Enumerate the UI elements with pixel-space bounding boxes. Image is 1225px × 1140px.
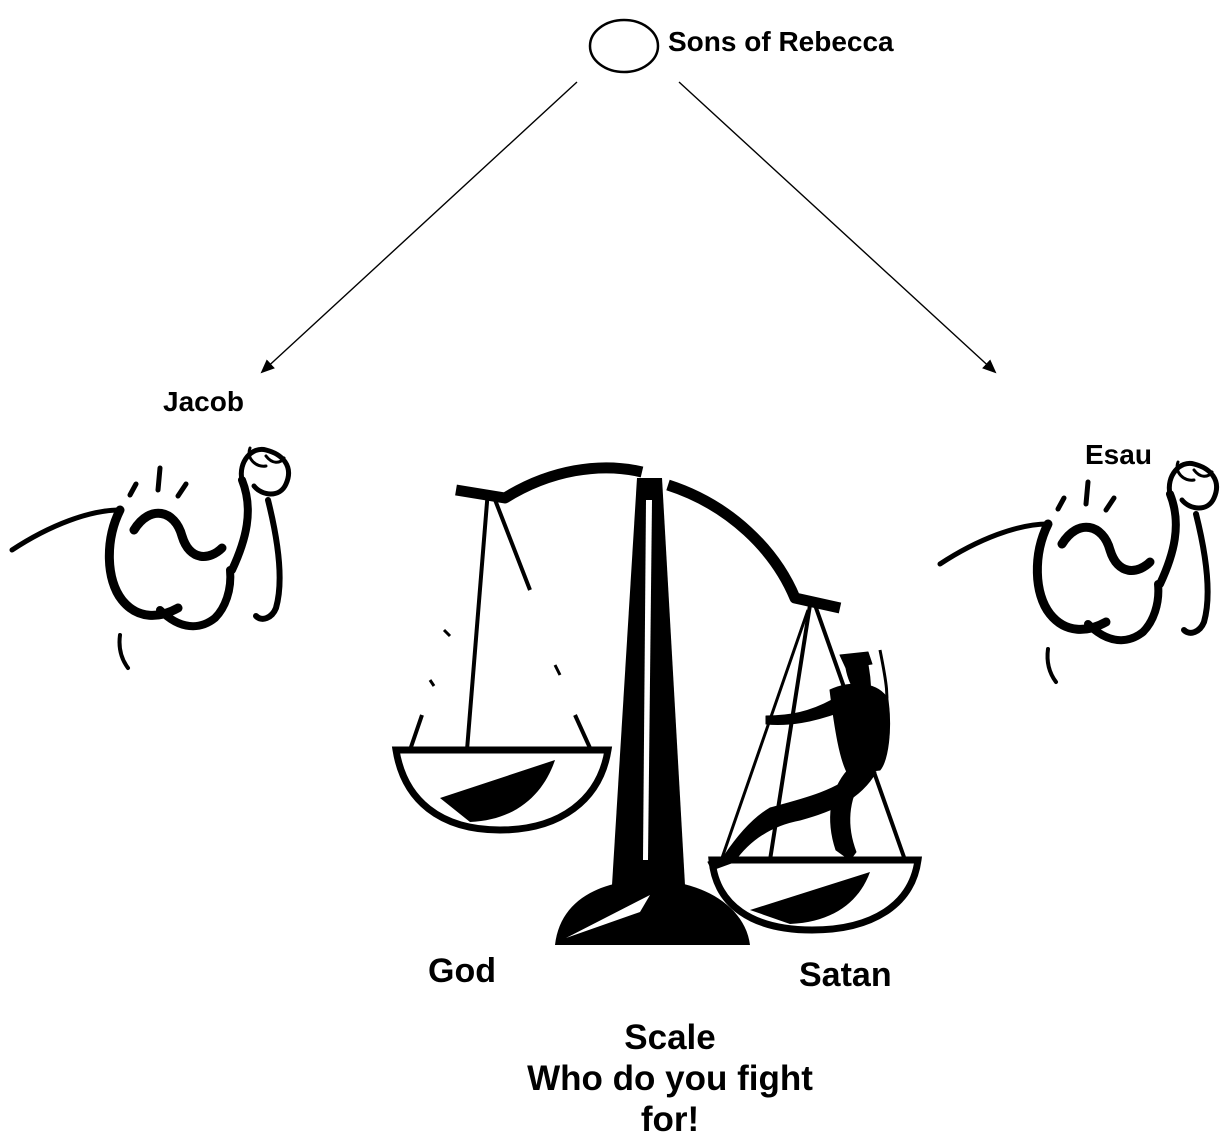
arrow-to-jacob (260, 81, 578, 374)
arrow-to-esau (678, 81, 997, 374)
caption-line-3: for! (640, 1100, 700, 1139)
caption-line-1: Scale (624, 1018, 716, 1057)
flexed-arm-icon (937, 460, 1219, 684)
root-node-circle (588, 18, 660, 74)
caption: Scale Who do you fight for! (500, 1017, 840, 1140)
caption-line-2: Who do you fight (527, 1059, 813, 1098)
flexed-arm-icon (9, 446, 291, 670)
satan-pan-label: Satan (799, 956, 892, 994)
god-pan-label: God (428, 952, 496, 990)
root-label: Sons of Rebecca (668, 26, 894, 57)
esau-label: Esau (1085, 439, 1152, 470)
balance-scale-icon (391, 462, 923, 945)
climbing-figure-icon (707, 649, 891, 871)
jacob-label: Jacob (163, 386, 244, 417)
